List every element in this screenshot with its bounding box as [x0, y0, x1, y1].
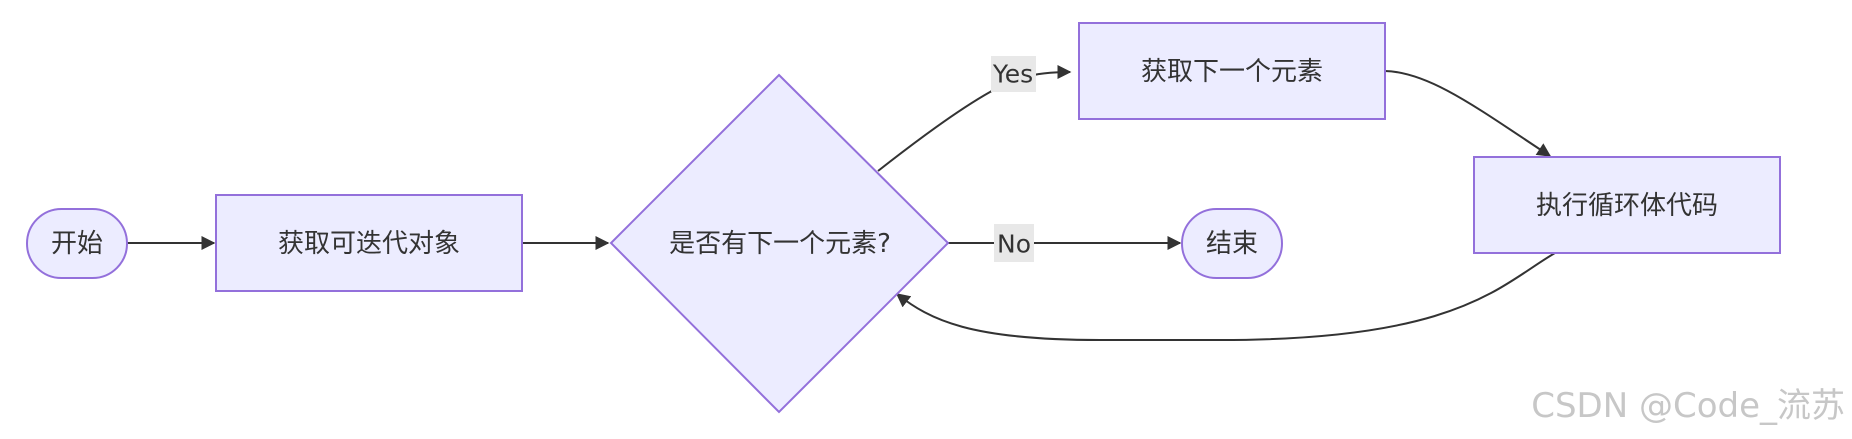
node-start: 开始 [26, 208, 128, 279]
node-exec-body-label: 执行循环体代码 [1536, 191, 1718, 221]
node-get-next: 获取下一个元素 [1078, 22, 1386, 120]
node-has-next: 是否有下一个元素? [609, 73, 950, 414]
edge-label-yes: Yes [991, 56, 1036, 92]
edge-label-no: No [994, 224, 1034, 262]
node-get-next-label: 获取下一个元素 [1141, 57, 1323, 87]
node-start-label: 开始 [51, 229, 103, 259]
edge-get-next-to-exec-body [1384, 70, 1552, 157]
edge-label-no-text: No [997, 230, 1031, 259]
edge-exec-body-to-has-next [895, 252, 1556, 341]
node-has-next-label: 是否有下一个元素? [669, 229, 891, 259]
node-end-label: 结束 [1206, 229, 1258, 259]
edge-label-yes-text: Yes [992, 60, 1033, 89]
node-get-iterable: 获取可迭代对象 [215, 194, 523, 292]
node-end: 结束 [1181, 208, 1283, 279]
node-exec-body: 执行循环体代码 [1473, 156, 1781, 254]
node-get-iterable-label: 获取可迭代对象 [278, 229, 460, 259]
watermark-text: CSDN @Code_流苏 [1531, 386, 1845, 426]
edge-has-next-to-get-next [877, 65, 1072, 172]
